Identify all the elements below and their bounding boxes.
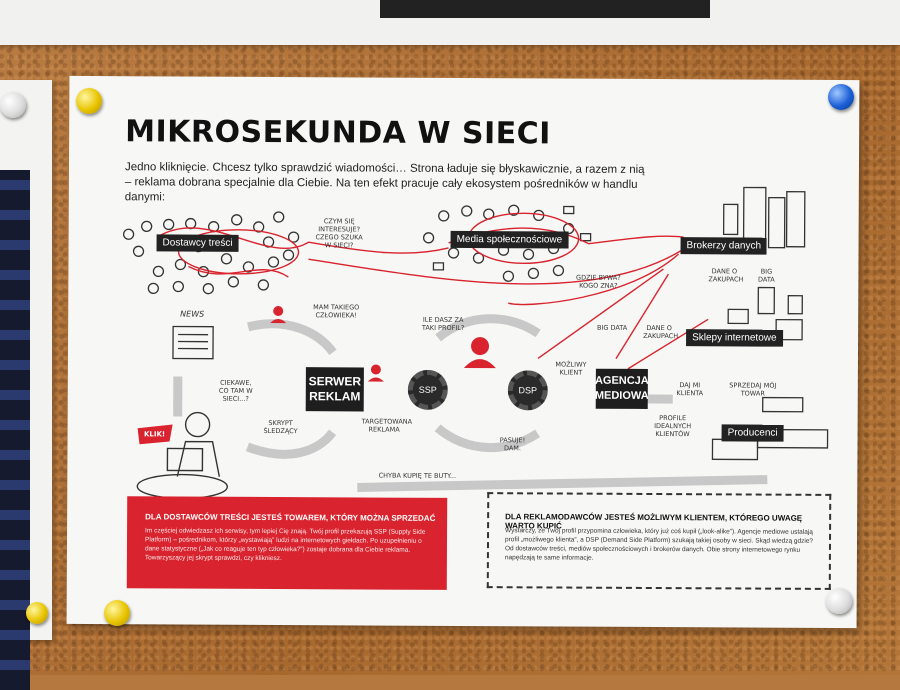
note-how-much: ILE DASZ ZA TAKI PROFIL? bbox=[418, 316, 468, 332]
media-agency-box: AGENCJA MEDIOWA bbox=[596, 369, 648, 409]
note-targeted: TARGETOWANA REKLAMA bbox=[362, 417, 407, 433]
note-big-data-2: BIG DATA bbox=[752, 268, 780, 284]
top-dark-strip bbox=[380, 0, 710, 18]
newspaper-icon bbox=[173, 326, 213, 358]
producers-label: Producenci bbox=[722, 424, 784, 441]
top-adjacent-paper bbox=[0, 0, 900, 45]
yellow-pushpin-bottom-left bbox=[104, 600, 130, 626]
note-click: KLIK! bbox=[138, 430, 172, 438]
ssp-gear: SSP bbox=[408, 370, 448, 410]
note-possible-client: MOŻLIWY KLIENT bbox=[554, 360, 588, 376]
note-purchase-data-1: DANE O ZAKUPACH bbox=[708, 267, 740, 283]
white-pushpin-bottom-right bbox=[826, 588, 852, 614]
note-cookies: SKRYPT ŚLEDZĄCY bbox=[261, 419, 301, 435]
poster: MIKROSEKUNDA W SIECI Jedno kliknięcie. C… bbox=[67, 76, 860, 628]
buildings bbox=[712, 187, 828, 460]
note-client-profiles: PROFILE IDEALNYCH KLIENTÓW bbox=[648, 414, 698, 438]
news-label: news bbox=[180, 311, 204, 319]
note-sell-product: SPRZEDAJ MÓJ TOWAR bbox=[728, 381, 778, 397]
people-cluster-left bbox=[123, 211, 298, 294]
blue-pushpin-top-right bbox=[828, 84, 854, 110]
left-adjacent-paper bbox=[0, 80, 52, 640]
note-purchase-data-2: DANE O ZAKUPACH bbox=[643, 324, 675, 340]
data-brokers-label: Brokerzy danych bbox=[681, 237, 768, 254]
yellow-pushpin-left-edge bbox=[26, 602, 48, 624]
note-maybe-buy: CHYBA KUPIĘ TE BUTY... bbox=[357, 471, 477, 480]
ad-server-box: SERWER REKLAM bbox=[306, 367, 364, 411]
advertisers-info-box: DLA REKLAMODAWCÓW JESTEŚ MOŻLIWYM KLIENT… bbox=[487, 492, 831, 590]
dsp-gear: DSP bbox=[508, 370, 548, 410]
person-at-laptop bbox=[137, 412, 227, 498]
note-give-client: DAJ MI KLIENTA bbox=[670, 381, 710, 397]
online-shops-label: Sklepy internetowe bbox=[686, 329, 783, 347]
content-providers-label: Dostawcy treści bbox=[157, 234, 239, 251]
red-box-heading: DLA DOSTAWCÓW TREŚCI JESTEŚ TOWAREM, KTÓ… bbox=[145, 512, 435, 523]
social-media-label: Media społecznościowe bbox=[451, 231, 569, 249]
note-where-is: GDZIE BYWA? KOGO ZNA? bbox=[573, 274, 623, 290]
note-we-have: MAM TAKIEGO CZŁOWIEKA! bbox=[306, 303, 366, 319]
note-sold: PASUJE! DAM. bbox=[497, 436, 527, 452]
note-curious: CIEKAWE, CO TAM W SIECI...? bbox=[216, 379, 256, 403]
dashed-box-body: Wystarczy, że Twój profil przypomina czł… bbox=[505, 526, 815, 564]
white-pushpin-left-edge bbox=[0, 92, 26, 118]
content-providers-info-box: DLA DOSTAWCÓW TREŚCI JESTEŚ TOWAREM, KTÓ… bbox=[127, 496, 447, 590]
red-box-body: Im częściej odwiedzasz ich serwisy, tym … bbox=[145, 526, 435, 564]
yellow-pushpin-top-left bbox=[76, 88, 102, 114]
note-who-clicks: CZYM SIĘ INTERESUJE? CZEGO SZUKA W SIECI… bbox=[312, 217, 367, 249]
note-big-data-1: BIG DATA bbox=[596, 324, 628, 332]
